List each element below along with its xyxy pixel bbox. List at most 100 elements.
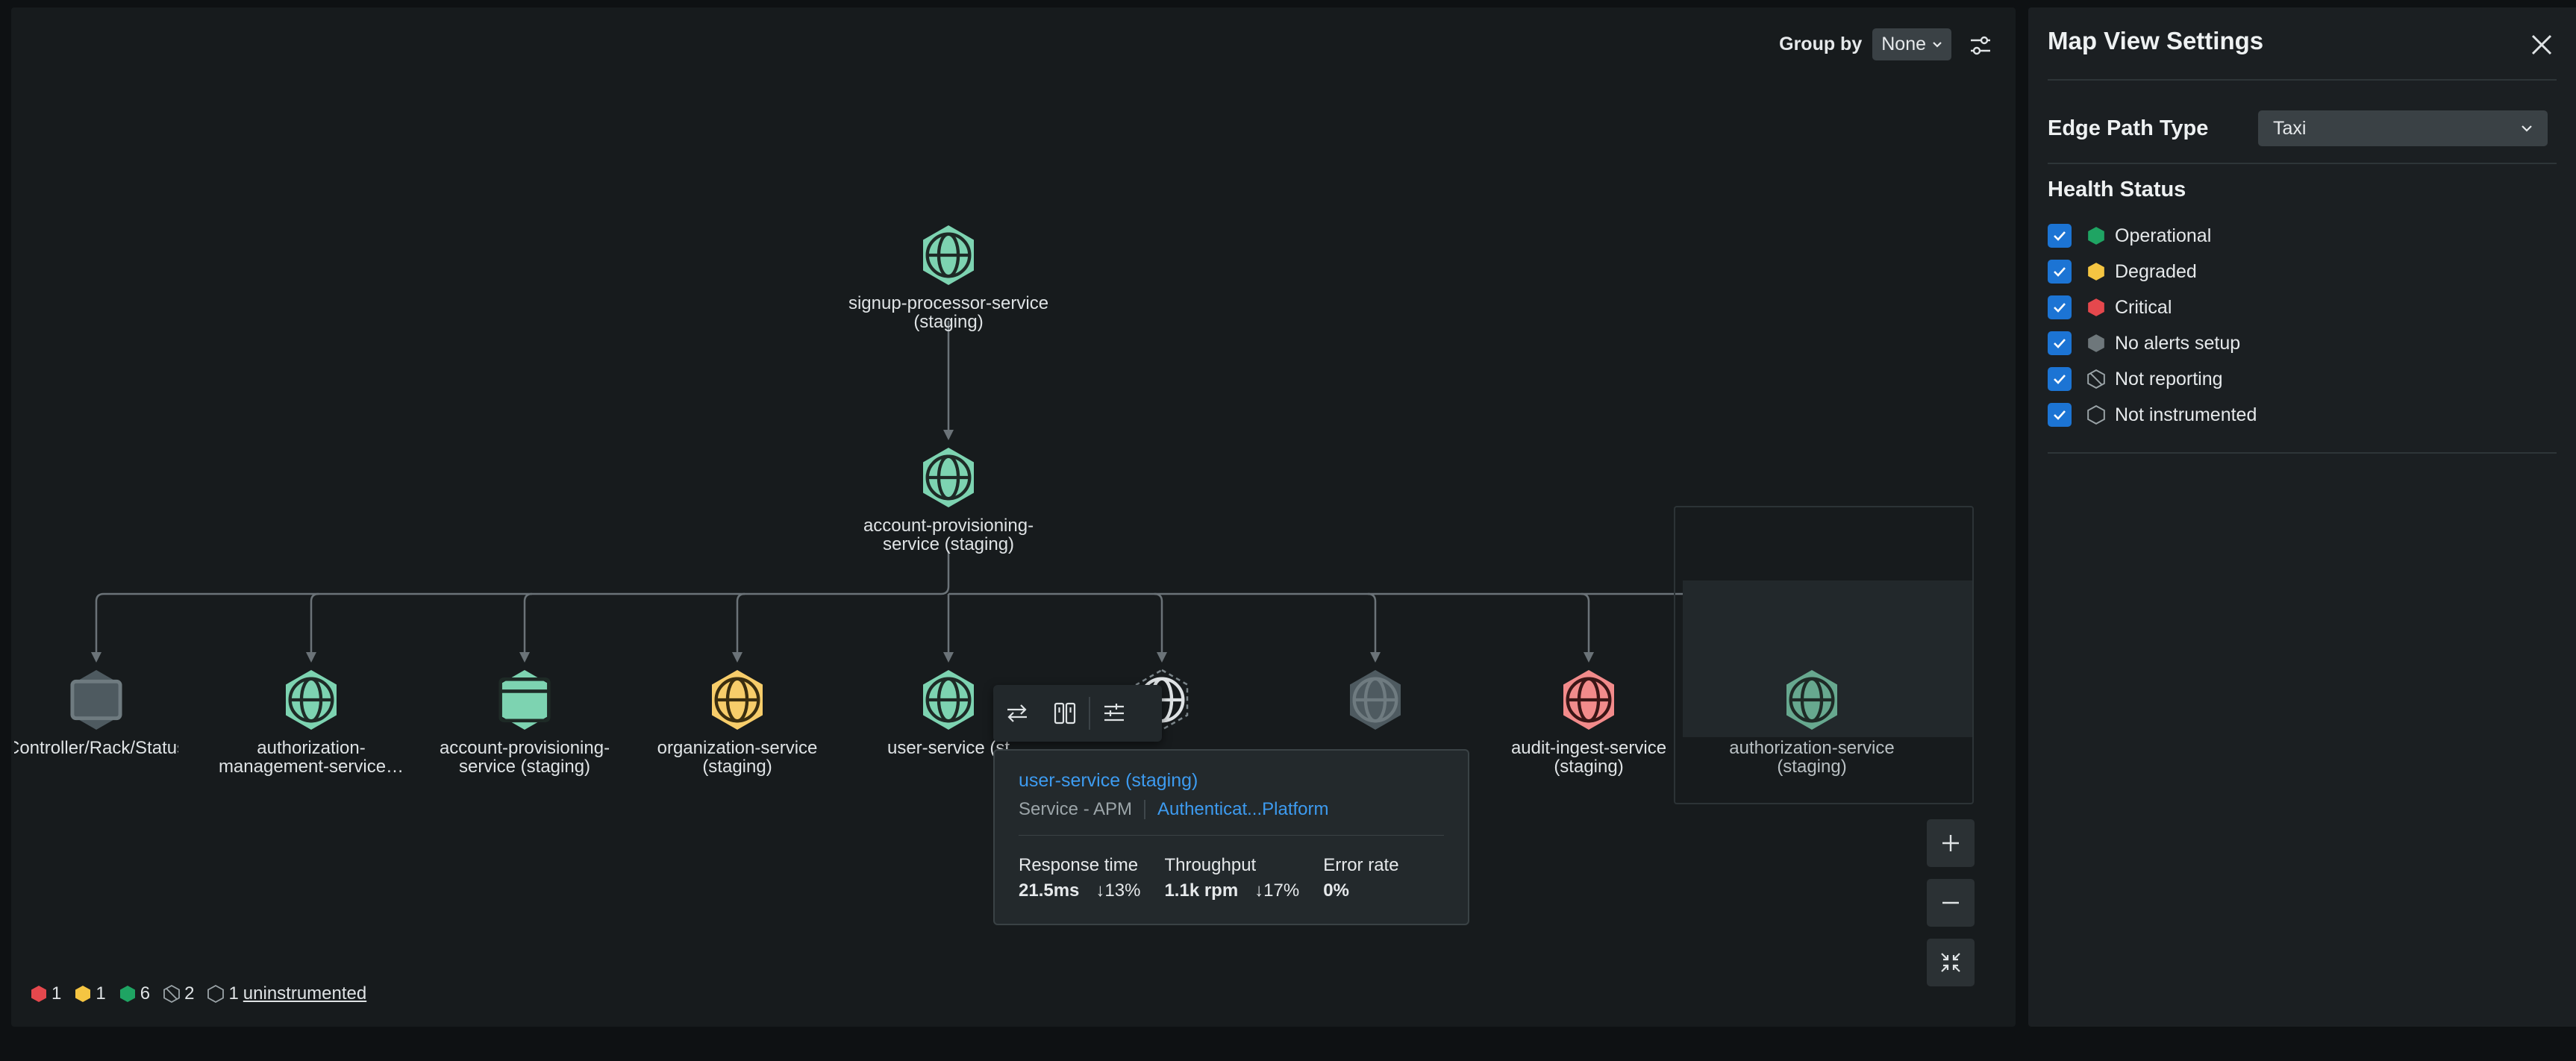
metric-error-rate: Error rate 0% [1323, 855, 1398, 901]
metric-value: 0% [1323, 880, 1349, 901]
check-icon [2054, 375, 2066, 384]
health-row-not-reporting[interactable]: Not reporting [2048, 361, 2257, 397]
minus-icon [1942, 901, 1959, 904]
node-user-service[interactable]: user-service (st [844, 669, 1053, 757]
node-label: user-service (st [887, 738, 1010, 758]
node-signup-processor[interactable]: signup-processor-service (staging) [844, 224, 1053, 331]
metric-response-time: Response time 21.5ms↓13% [1019, 855, 1140, 901]
operational-hex-icon [119, 986, 135, 1002]
tooltip-type: Service - APM [1019, 799, 1133, 819]
panel-divider [2048, 163, 2557, 164]
tooltip-separator [1144, 800, 1146, 819]
columns-icon [1054, 702, 1076, 724]
fit-view-button[interactable] [1927, 939, 1975, 986]
metric-value-row: 0% [1323, 880, 1398, 901]
not-instrumented-hex-icon [207, 985, 225, 1003]
degraded-hex-icon [2088, 263, 2104, 281]
node-authorization-management[interactable]: authorization-management-service… [207, 669, 416, 776]
metric-throughput: Throughput 1.1k rpm↓17% [1164, 855, 1299, 901]
zoom-out-button[interactable] [1927, 879, 1975, 927]
group-by-value: None [1881, 34, 1926, 54]
checkbox-checked[interactable] [2048, 224, 2072, 248]
node-no-alerts[interactable] [1271, 669, 1480, 731]
node-label: account-provisioning-service (staging) [439, 738, 610, 777]
globe-icon [288, 677, 334, 723]
checkbox-checked[interactable] [2048, 403, 2072, 427]
collapse-icon [1941, 953, 1960, 972]
node-label: organization-service (staging) [657, 738, 818, 777]
health-item-label: Not instrumented [2115, 404, 2257, 425]
node-audit-ingest[interactable]: audit-ingest-service (staging) [1484, 669, 1693, 776]
browser-icon [498, 677, 551, 723]
health-legend: 1 1 6 2 1 uninstrumented [31, 983, 366, 1004]
checkbox-checked[interactable] [2048, 295, 2072, 319]
plus-icon [1942, 835, 1959, 851]
checkbox-checked[interactable] [2048, 367, 2072, 391]
service-tooltip: user-service (staging) Service - APM Aut… [993, 749, 1469, 925]
check-icon [2054, 410, 2066, 420]
chevron-down-icon [2522, 125, 2532, 132]
node-label: authorization-management-service… [218, 738, 404, 777]
node-label: account-provisioning-service (staging) [863, 516, 1034, 554]
list-settings-icon [1104, 704, 1124, 722]
close-panel-button[interactable] [2527, 30, 2557, 60]
health-row-no-alerts[interactable]: No alerts setup [2048, 325, 2257, 361]
node-authorization-service[interactable]: authorization-service (staging) [1707, 669, 1916, 776]
health-item-label: Critical [2115, 296, 2172, 318]
group-by-control: Group by None [1779, 28, 1951, 60]
node-account-provisioning-browser[interactable]: account-provisioning-service (staging) [420, 669, 629, 776]
check-icon [2054, 267, 2066, 277]
tooltip-account-link[interactable]: Authenticat...Platform [1157, 799, 1329, 819]
connections-button[interactable] [993, 685, 1041, 742]
legend-count: 2 [184, 983, 195, 1004]
chevron-down-icon [1933, 41, 1942, 48]
metric-value: 21.5ms [1019, 880, 1080, 901]
health-status-title: Health Status [2048, 178, 2186, 201]
compare-button[interactable] [1041, 685, 1089, 742]
legend-not-reporting: 2 [163, 983, 194, 1004]
hex-no-alerts [69, 669, 124, 731]
globe-icon [925, 677, 972, 723]
edge-path-type-select[interactable]: Taxi [2258, 110, 2548, 146]
edge-path-type-label: Edge Path Type [2048, 116, 2209, 140]
toolbar-divider [1089, 697, 1090, 730]
critical-hex-icon [2088, 298, 2104, 316]
tooltip-divider [1019, 835, 1444, 836]
health-row-critical[interactable]: Critical [2048, 289, 2257, 325]
group-by-label: Group by [1779, 34, 1863, 54]
tooltip-title-link[interactable]: user-service (staging) [1019, 770, 1198, 791]
hex-operational [921, 224, 976, 287]
checkbox-checked[interactable] [2048, 331, 2072, 355]
filter-settings-button[interactable] [1966, 31, 1995, 60]
hex-operational [921, 669, 976, 731]
node-account-provisioning[interactable]: account-provisioning-service (staging) [844, 446, 1053, 554]
node-controller[interactable]: Controller/Rack/StatusInfo::App/call [14, 669, 178, 757]
uninstrumented-link[interactable]: uninstrumented [243, 983, 367, 1004]
metric-label: Error rate [1323, 855, 1399, 875]
group-by-select[interactable]: None [1872, 28, 1951, 60]
node-organization-service[interactable]: organization-service (staging) [633, 669, 842, 776]
health-row-not-instrumented[interactable]: Not instrumented [2048, 397, 2257, 433]
globe-icon [1352, 677, 1398, 723]
health-row-degraded[interactable]: Degraded [2048, 254, 2257, 289]
hex-operational [921, 446, 976, 509]
service-map-canvas[interactable]: Group by None signup-processor-service (… [11, 7, 2016, 1027]
zoom-in-button[interactable] [1927, 819, 1975, 867]
check-icon [2054, 339, 2066, 348]
node-label: Controller/Rack/StatusInfo::App/call [14, 738, 178, 757]
globe-icon [1789, 677, 1835, 723]
details-button[interactable] [1090, 685, 1138, 742]
metric-change: ↓17% [1254, 880, 1300, 901]
metric-value-row: 21.5ms ↓13% [1019, 880, 1140, 901]
degraded-hex-icon [75, 986, 91, 1002]
health-row-operational[interactable]: Operational [2048, 218, 2257, 254]
node-action-toolbar [993, 685, 1162, 742]
globe-icon [1566, 677, 1612, 723]
hex-critical [1561, 669, 1616, 731]
checkbox-checked[interactable] [2048, 260, 2072, 284]
node-label: audit-ingest-service (staging) [1510, 738, 1667, 777]
health-item-label: No alerts setup [2115, 332, 2241, 354]
legend-count: 6 [140, 983, 151, 1004]
legend-count: 1 [96, 983, 106, 1004]
metric-change: ↓13% [1095, 880, 1141, 901]
